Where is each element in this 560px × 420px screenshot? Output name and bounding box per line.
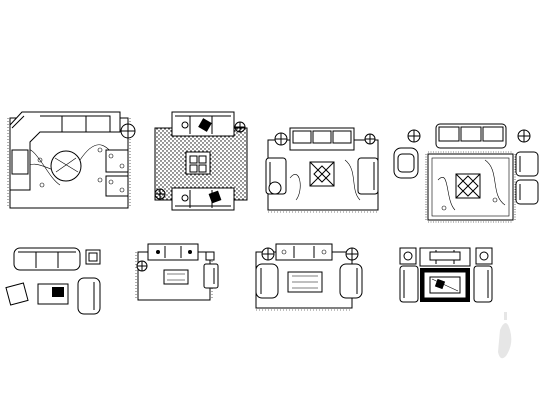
loose-furniture-plan [5, 247, 101, 315]
lamp-table-icon [407, 129, 421, 143]
lamp-table-icon [345, 247, 359, 261]
decor-dot [97, 147, 103, 153]
armchair-icon [357, 157, 379, 195]
lamp-table-icon [399, 247, 417, 265]
coffee-table-icon [163, 269, 189, 285]
patterned-rug-plan [154, 111, 248, 211]
three-seat-sofa-plan-a [265, 127, 379, 213]
coffee-table-icon [309, 161, 335, 187]
armchair-icon [339, 263, 363, 299]
lamp-table-icon [261, 247, 275, 261]
lamp-table-icon [475, 247, 493, 265]
side-table-icon [85, 249, 101, 265]
side-table-lamp-icon [120, 123, 136, 139]
lamp-table-icon [136, 260, 148, 272]
rug-pattern [437, 159, 506, 211]
sofa-with-cushions-icon [154, 187, 235, 211]
coffee-table-icon [429, 276, 461, 294]
watermark [498, 312, 512, 359]
armchair-icon [77, 277, 101, 315]
armchair-icon [515, 179, 539, 205]
armchair-icon [203, 263, 219, 289]
armchair-icon [105, 175, 129, 197]
sofa-icon [419, 247, 471, 267]
lamp-table-icon [274, 132, 288, 146]
armchair-icon [399, 265, 419, 303]
coffee-table-icon [37, 283, 69, 305]
l-shaped-sofa-icon [9, 111, 121, 191]
three-seat-sofa-icon [289, 127, 355, 151]
coffee-table-icon [287, 271, 323, 293]
rug-pattern [289, 159, 361, 201]
decor-dot [37, 157, 43, 163]
decor-dot [441, 205, 447, 211]
compact-sofa-plan-b [255, 243, 363, 311]
decor-dot [97, 177, 103, 183]
fringed-rug-icon [425, 151, 516, 223]
three-seat-sofa-icon [435, 123, 507, 149]
sofa-with-cushions-icon [171, 111, 246, 137]
three-seat-sofa-plan-b [393, 123, 539, 223]
round-chair-icon [393, 147, 419, 179]
decor-dot [39, 182, 45, 188]
sectional-sofa-plan [7, 111, 136, 209]
armchair-icon [255, 263, 279, 299]
sofa-icon [275, 243, 333, 261]
armchair-icon [105, 149, 129, 173]
armchair-icon [515, 151, 539, 177]
armchair-icon [473, 265, 493, 303]
coffee-table-icon [455, 173, 481, 199]
side-table-icon [205, 251, 215, 261]
lamp-table-icon [364, 133, 376, 145]
sofa-icon [147, 243, 199, 261]
round-coffee-table-icon [50, 150, 82, 182]
square-table-icon [185, 151, 211, 175]
ottoman-icon [5, 282, 29, 306]
three-seat-sofa-icon [13, 247, 81, 271]
round-chair-icon [268, 181, 282, 195]
compact-sofa-plan-a [135, 243, 219, 301]
decor-dot [492, 197, 498, 203]
lamp-table-icon [517, 129, 531, 143]
compact-sofa-plan-c [399, 247, 493, 303]
